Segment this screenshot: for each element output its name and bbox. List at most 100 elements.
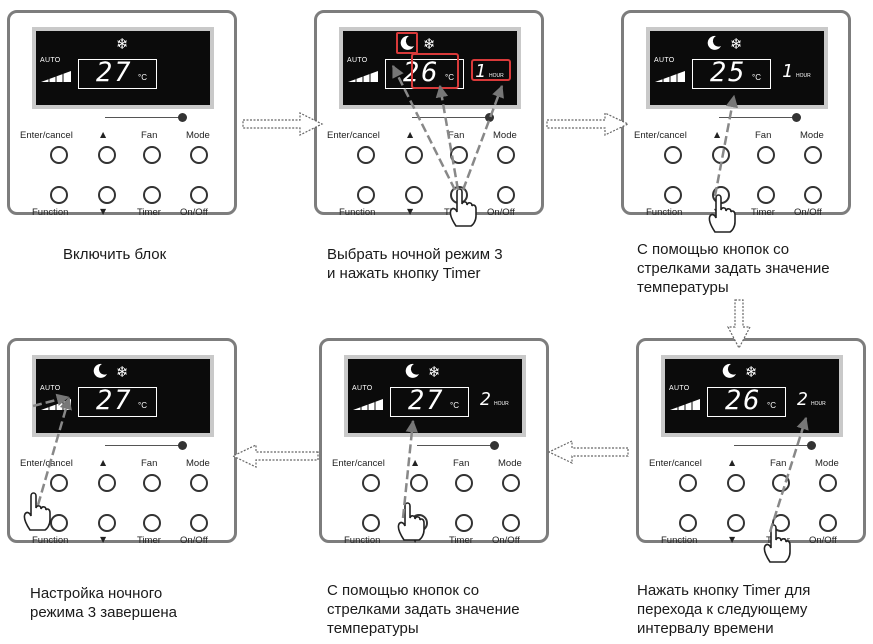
enter-cancel-button[interactable] [362,474,380,492]
on-off-button[interactable] [190,514,208,532]
timer-button[interactable] [757,186,775,204]
fan-button[interactable] [143,474,161,492]
mode-label: Mode [498,458,522,469]
indicator-line [105,117,181,118]
enter-cancel-button[interactable] [664,146,682,164]
function-button[interactable] [362,514,380,532]
fan-button[interactable] [455,474,473,492]
fan-speed-bars-icon [670,397,700,410]
function-button[interactable] [679,514,697,532]
timer-hour-label: HOUR [489,73,504,79]
fan-label: Fan [755,130,772,141]
temperature-frame [707,387,785,417]
flow-arrow-5-to-4 [231,444,319,468]
enter-cancel-button[interactable] [679,474,697,492]
fan-speed-bars-icon [353,397,383,410]
mode-button[interactable] [502,474,520,492]
temperature-value: 25 [710,57,747,88]
indicator-dot [807,441,816,450]
mode-button[interactable] [497,146,515,164]
mode-button[interactable] [804,146,822,164]
down-arrow-button[interactable] [98,514,116,532]
up-arrow-button[interactable] [727,474,745,492]
timer-button[interactable] [455,514,473,532]
mode-button[interactable] [819,474,837,492]
timer-button[interactable] [143,186,161,204]
down-arrow-button[interactable] [727,514,745,532]
function-button[interactable] [50,186,68,204]
up-arrow-button[interactable] [405,146,423,164]
on-off-button[interactable] [502,514,520,532]
caption-line: режима 3 завершена [30,604,177,621]
mode-button[interactable] [190,474,208,492]
caption-line: интервалу времени [637,620,774,637]
on-off-button[interactable] [804,186,822,204]
snowflake-icon: ❄ [116,363,129,381]
on-off-button[interactable] [819,514,837,532]
down-arrow-button[interactable] [405,186,423,204]
on-off-label: On/Off [487,207,515,218]
up-arrow-button[interactable] [98,146,116,164]
timer-button[interactable] [143,514,161,532]
fan-label: Fan [141,458,158,469]
mode-label: Mode [186,130,210,141]
fan-button[interactable] [143,146,161,164]
fan-label: Fan [770,458,787,469]
temperature-frame [78,387,156,417]
indicator-dot [490,441,499,450]
lcd-divider [468,387,469,417]
caption-line: Включить блок [63,246,167,263]
mode-button[interactable] [190,146,208,164]
fan-button[interactable] [757,146,775,164]
on-off-label: On/Off [180,535,208,546]
function-button[interactable] [50,514,68,532]
auto-label: AUTO [347,57,368,64]
on-off-button[interactable] [190,186,208,204]
moon-icon [705,34,723,52]
temperature-value: 27 [96,385,133,416]
indicator-dot [178,441,187,450]
temperature-unit: °C [752,73,761,82]
enter-cancel-button[interactable] [50,146,68,164]
function-button[interactable] [357,186,375,204]
flow-arrow-3-to-6 [727,299,751,350]
function-button[interactable] [664,186,682,204]
enter-cancel-label: Enter/cancel [327,130,380,141]
down-arrow-label: ▼ [100,207,107,216]
indicator-dot [792,113,801,122]
indicator-line [412,117,488,118]
caption-line: С помощью кнопок со [637,241,790,258]
fan-button[interactable] [450,146,468,164]
down-arrow-label: ▼ [407,207,414,216]
down-arrow-button[interactable] [98,186,116,204]
indicator-line [105,445,181,446]
flow-arrow-1-to-2 [242,112,324,136]
timer-hour-label: HOUR [796,73,811,79]
enter-cancel-button[interactable] [50,474,68,492]
timer-hour-label: HOUR [494,401,509,407]
fan-label: Fan [448,130,465,141]
on-off-button[interactable] [497,186,515,204]
auto-label: AUTO [654,57,675,64]
function-label: Function [32,535,69,546]
function-label: Function [646,207,683,218]
caption-line: Нажать кнопку Timer для [637,582,811,599]
auto-label: AUTO [669,385,690,392]
timer-label: Timer [137,207,161,218]
timer-hour-value: 1 [475,61,486,82]
temperature-highlight [411,53,459,89]
up-arrow-button[interactable] [98,474,116,492]
lcd-divider [785,387,786,417]
fan-button[interactable] [772,474,790,492]
snowflake-icon: ❄ [428,363,441,381]
fan-speed-bars-icon [41,69,71,82]
snowflake-icon: ❄ [116,35,129,53]
down-arrow-label: ▼ [100,535,107,544]
enter-cancel-button[interactable] [357,146,375,164]
up-arrow-button[interactable] [410,474,428,492]
moon-icon [403,362,421,380]
